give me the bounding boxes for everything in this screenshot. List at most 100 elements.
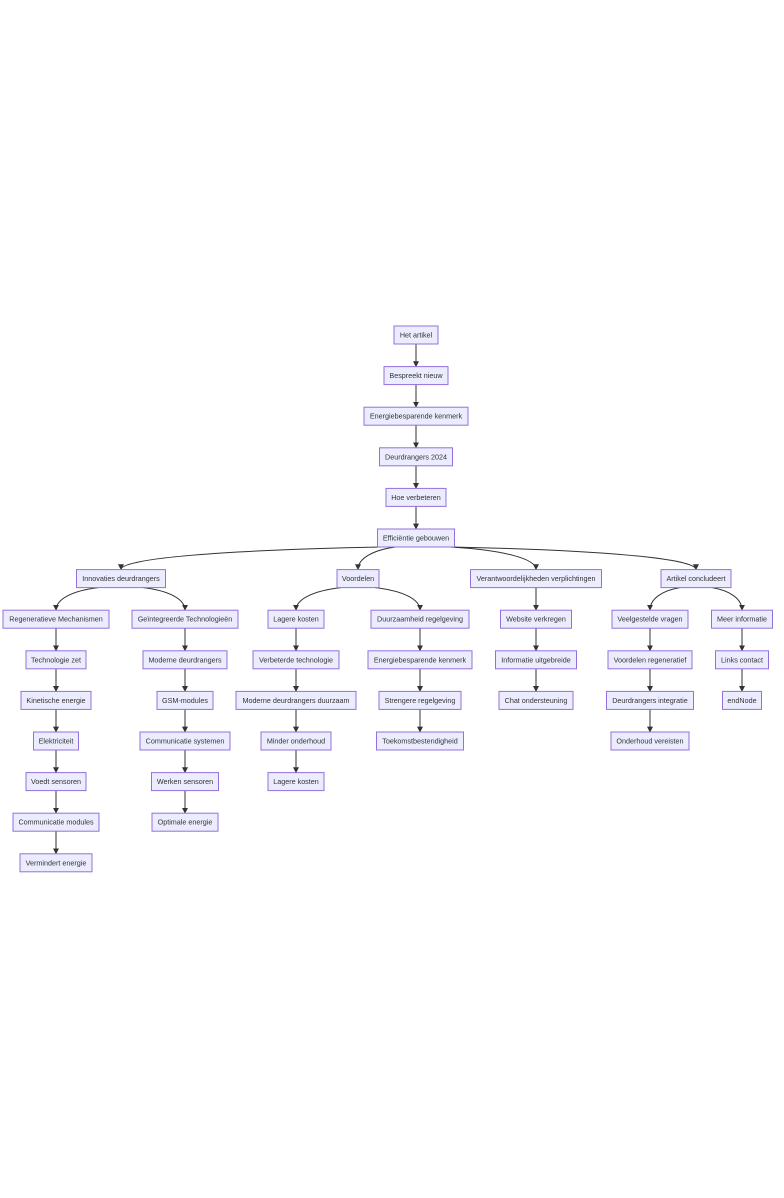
node-label: Verantwoordelijkheden verplichtingen (476, 574, 595, 583)
node-energiebesparende-kenmerk[interactable]: Energiebesparende kenmerk (363, 406, 469, 426)
node-label: Geïntegreerde Technologieën (138, 615, 233, 624)
node-label: Onderhoud vereisten (616, 737, 683, 746)
node-label: Deurdrangers integratie (612, 696, 688, 705)
node-label: Voordelen regeneratief (614, 655, 687, 664)
node-onderhoud-vereisten[interactable]: Onderhoud vereisten (610, 731, 690, 751)
node-artikel-concludeert[interactable]: Artikel concludeert (660, 569, 732, 589)
node-meer-informatie[interactable]: Meer informatie (711, 609, 773, 629)
node-verantwoordelijkheden-verplichtingen[interactable]: Verantwoordelijkheden verplichtingen (470, 569, 602, 589)
node-regeneratieve-mechanismen[interactable]: Regeneratieve Mechanismen (2, 609, 110, 629)
node-box (151, 772, 219, 792)
node-moderne-deurdrangers-duurzaam[interactable]: Moderne deurdrangers duurzaam (235, 690, 357, 710)
node-label: Elektriciteit (39, 737, 74, 746)
node-voordelen[interactable]: Voordelen (336, 569, 380, 589)
edge-n5-e0 (450, 546, 539, 571)
node-label: Links contact (721, 655, 763, 664)
node-box (25, 772, 87, 792)
node-label: Lagere kosten (273, 777, 319, 786)
node-box (156, 690, 214, 710)
node-energiebesparende-kenmerk[interactable]: Energiebesparende kenmerk (367, 650, 473, 670)
node-het-artikel[interactable]: Het artikel (393, 325, 439, 345)
node-geintegreerde-technologieen[interactable]: Geïntegreerde Technologieën (131, 609, 239, 629)
node-label: Kinetische energie (26, 696, 85, 705)
node-veelgestelde-vragen[interactable]: Veelgestelde vragen (611, 609, 689, 629)
node-bespreekt-nieuw[interactable]: Bespreekt nieuw (383, 366, 449, 386)
edge-f0-h1 (712, 587, 745, 611)
edge-a0-g1 (143, 587, 188, 611)
node-strengere-regelgeving[interactable]: Strengere regelgeving (378, 690, 462, 710)
node-label: Werken sensoren (157, 777, 213, 786)
node-toekomstbestendigheid[interactable]: Toekomstbestendigheid (376, 731, 464, 751)
node-hoe-verbeteren[interactable]: Hoe verbeteren (385, 487, 447, 507)
node-minder-onderhoud[interactable]: Minder onderhoud (260, 731, 332, 751)
node-box (20, 690, 92, 710)
node-box (611, 609, 689, 629)
node-box (367, 650, 473, 670)
node-label: Artikel concludeert (666, 574, 725, 583)
node-verbeterde-technologie[interactable]: Verbeterde technologie (252, 650, 340, 670)
node-elektriciteit[interactable]: Elektriciteit (33, 731, 79, 751)
edge-a0-a1 (53, 587, 99, 611)
node-vermindert-energie[interactable]: Vermindert energie (19, 853, 93, 873)
node-label: Efficiëntie gebouwen (383, 534, 449, 543)
node-box (252, 650, 340, 670)
node-box (711, 609, 773, 629)
node-label: GSM-modules (162, 696, 208, 705)
node-box (498, 690, 574, 710)
node-informatie-uitgebreide[interactable]: Informatie uitgebreide (495, 650, 577, 670)
node-werken-sensoren[interactable]: Werken sensoren (151, 772, 219, 792)
node-label: Veelgestelde vragen (617, 615, 682, 624)
node-lagere-kosten[interactable]: Lagere kosten (267, 772, 325, 792)
node-innovaties-deurdrangers[interactable]: Innovaties deurdrangers (76, 569, 166, 589)
node-box (722, 690, 762, 710)
node-voedt-sensoren[interactable]: Voedt sensoren (25, 772, 87, 792)
node-moderne-deurdrangers[interactable]: Moderne deurdrangers (142, 650, 228, 670)
edge-b0-d1 (374, 587, 423, 611)
node-label: Innovaties deurdrangers (82, 574, 160, 583)
node-lagere-kosten[interactable]: Lagere kosten (267, 609, 325, 629)
node-box (660, 569, 732, 589)
node-efficientie-gebouwen[interactable]: Efficiëntie gebouwen (377, 528, 455, 548)
node-box (607, 650, 693, 670)
node-box (19, 853, 93, 873)
node-communicatie-modules[interactable]: Communicatie modules (12, 812, 100, 832)
node-label: Lagere kosten (273, 615, 319, 624)
node-label: Deurdrangers 2024 (385, 452, 447, 461)
node-communicatie-systemen[interactable]: Communicatie systemen (139, 731, 231, 751)
node-box (267, 609, 325, 629)
edge-n5-a0 (118, 546, 382, 571)
node-technologie-zet[interactable]: Technologie zet (25, 650, 87, 670)
node-box (235, 690, 357, 710)
node-optimale-energie[interactable]: Optimale energie (151, 812, 219, 832)
node-box (610, 731, 690, 751)
node-label: Duurzaamheid regelgeving (377, 615, 463, 624)
node-box (33, 731, 79, 751)
node-label: Moderne deurdrangers (148, 655, 222, 664)
node-box (383, 366, 449, 386)
node-website-verkregen[interactable]: Website verkregen (500, 609, 572, 629)
node-links-contact[interactable]: Links contact (715, 650, 769, 670)
node-box (393, 325, 439, 345)
node-voordelen-regeneratief[interactable]: Voordelen regeneratief (607, 650, 693, 670)
node-kinetische-energie[interactable]: Kinetische energie (20, 690, 92, 710)
node-label: Minder onderhoud (267, 737, 325, 746)
node-deurdrangers-2024[interactable]: Deurdrangers 2024 (379, 447, 453, 467)
node-box (151, 812, 219, 832)
node-label: Voedt sensoren (31, 777, 81, 786)
node-label: Vermindert energie (26, 858, 87, 867)
node-label: Optimale energie (158, 818, 213, 827)
node-box (379, 447, 453, 467)
node-box (370, 609, 470, 629)
node-chat-ondersteuning[interactable]: Chat ondersteuning (498, 690, 574, 710)
edge-n5-b0 (355, 546, 396, 571)
node-deurdrangers-integratie[interactable]: Deurdrangers integratie (606, 690, 694, 710)
node-box (12, 812, 100, 832)
edges-layer (53, 344, 745, 855)
node-box (267, 772, 325, 792)
node-duurzaamheid-regelgeving[interactable]: Duurzaamheid regelgeving (370, 609, 470, 629)
node-endnode[interactable]: endNode (722, 690, 762, 710)
node-gsm-modules[interactable]: GSM-modules (156, 690, 214, 710)
node-box (260, 731, 332, 751)
